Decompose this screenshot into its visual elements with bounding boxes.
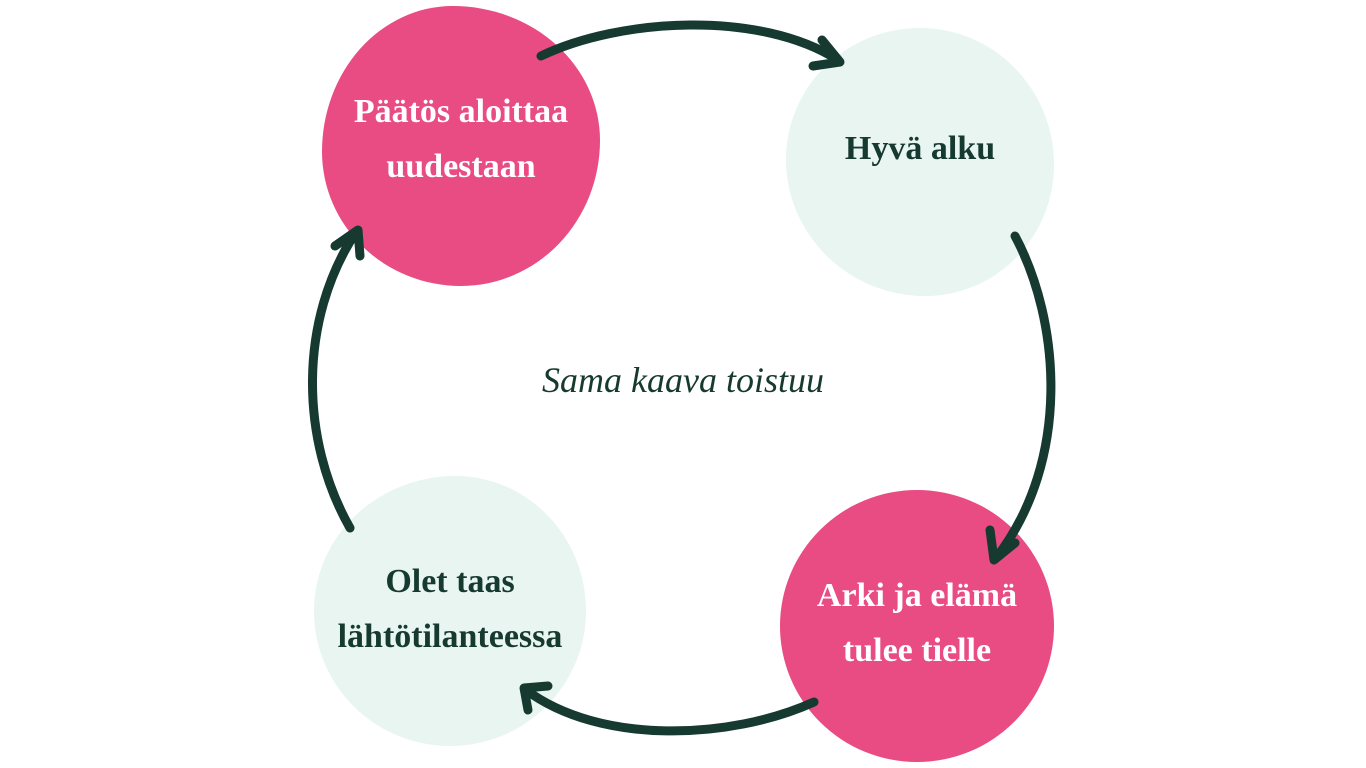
node-everyday-life-label: Arki ja elämä tulee tielle	[816, 577, 1018, 669]
node-back-to-start-label: Olet taas lähtötilanteessa	[337, 563, 563, 655]
arrow-back-to-start-to-decision	[308, 225, 365, 533]
center-label: Sama kaava toistuu	[542, 360, 824, 400]
arrow-good-start-to-everyday-life	[985, 231, 1056, 565]
arrow-everyday-life-to-back-to-start	[519, 681, 819, 736]
node-back-to-start: Olet taas lähtötilanteessa	[314, 476, 586, 746]
node-good-start-label: Hyvä alku	[844, 129, 996, 167]
arrow-decision-to-good-start	[536, 20, 845, 71]
node-good-start: Hyvä alku	[786, 28, 1054, 296]
node-decision-restart-label: Päätös aloittaa uudestaan	[353, 93, 569, 185]
